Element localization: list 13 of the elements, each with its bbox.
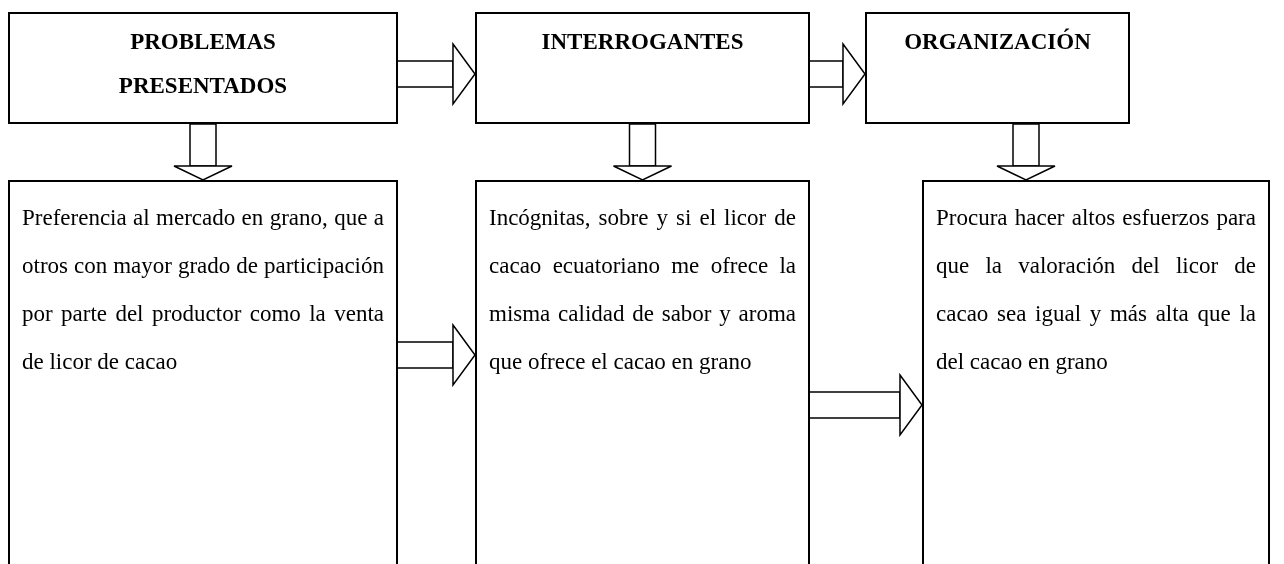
heading-box: ORGANIZACIÓN: [865, 12, 1130, 124]
text-box: Incógnitas, sobre y si el licor de cacao ecuatoriano me ofrece la misma calidad de sabor y aroma que ofrece el cacao en grano: [475, 180, 810, 564]
text-box: Procura hacer altos esfuerzos para que la valoración del licor de cacao sea igual y más alta que la del cacao en grano: [922, 180, 1270, 564]
text-box: Preferencia al mercado en grano, que a otros con mayor grado de participación por parte del productor como la venta de licor de cacao: [8, 180, 398, 564]
heading-box: PROBLEMAS PRESENTADOS: [8, 12, 398, 124]
block-arrow: [397, 324, 476, 386]
block-arrow: [612, 123, 673, 181]
block-arrow: [173, 123, 233, 181]
block-arrow: [809, 43, 866, 105]
heading-box: INTERROGANTES: [475, 12, 810, 124]
block-arrow: [996, 123, 1056, 181]
block-arrow: [397, 43, 476, 105]
block-arrow: [809, 374, 923, 436]
